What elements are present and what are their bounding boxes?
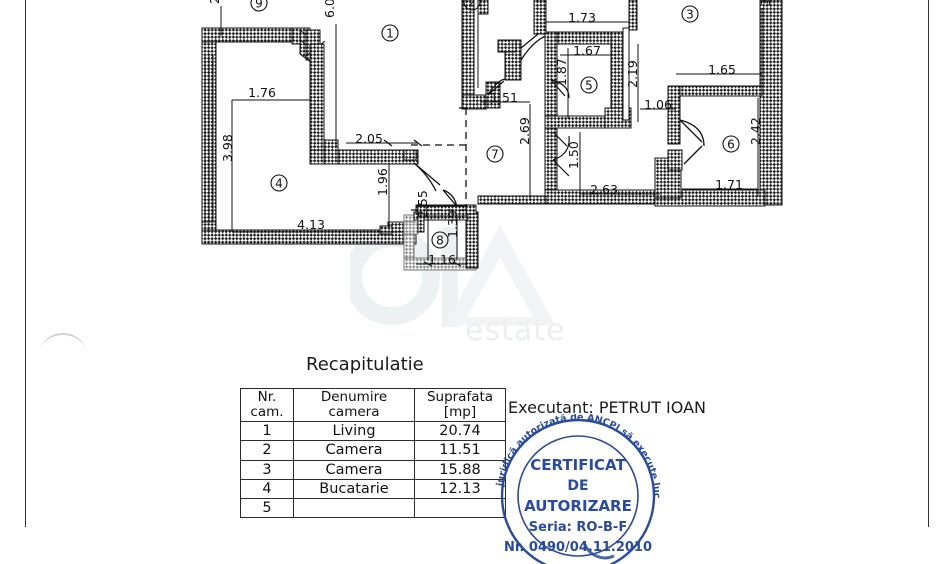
svg-text:8: 8 xyxy=(436,234,444,248)
svg-text:1: 1 xyxy=(386,27,394,41)
dimension-label: 3.98 xyxy=(220,134,235,162)
dimension-label: 1.87 xyxy=(554,58,569,86)
room-marker-2: 2 xyxy=(463,0,481,11)
dimension-label: 4.13 xyxy=(297,217,325,232)
table-header-row: Nr. cam. Denumire camera Suprafata [mp] xyxy=(240,387,506,423)
room-marker-7: 7 xyxy=(486,145,504,163)
svg-text:6: 6 xyxy=(727,138,735,152)
dimension-label: 1.50 xyxy=(566,141,581,169)
cell-denumire: Living xyxy=(293,421,415,442)
dimension-label: 1.51 xyxy=(490,90,518,105)
walls-layer xyxy=(201,0,783,271)
room-marker-8: 8 xyxy=(431,231,449,249)
dimension-labels: 2. 6.01 1.73 3.6 1.67 1.65 1.87 2.19 1.76 1.51 1.0… xyxy=(207,0,773,267)
authorization-stamp: juridică autorizată de ANCPI să execute … xyxy=(488,414,668,564)
dimension-ticks xyxy=(383,139,462,267)
svg-text:3: 3 xyxy=(686,8,694,22)
dimension-label: 1.71 xyxy=(715,177,743,192)
column-header-nr: Nr. cam. xyxy=(240,387,294,423)
room-markers: 1 2 3 4 5 6 7 8 9 xyxy=(250,0,740,249)
scan-artifact-arc xyxy=(40,333,86,353)
cell-denumire xyxy=(293,498,415,519)
dimension-label: 2. xyxy=(207,0,222,4)
header-line1: Suprafata xyxy=(426,389,494,405)
dimension-label: 2.42 xyxy=(748,117,763,145)
cell-denumire: Camera xyxy=(293,440,415,461)
dimension-label: 3.6 xyxy=(758,0,773,6)
svg-text:4: 4 xyxy=(275,177,283,191)
dimension-label: 1.73 xyxy=(568,10,596,25)
dimension-label: 1.96 xyxy=(375,168,390,196)
stamp-line-certificat: CERTIFICAT xyxy=(530,456,626,474)
cell-denumire: Bucatarie xyxy=(293,478,415,500)
dimension-label: 1.76 xyxy=(248,85,276,100)
header-line1: Nr. xyxy=(257,389,277,405)
cell-nr: 3 xyxy=(240,459,294,480)
dimension-label: 6.01 xyxy=(322,0,337,18)
stamp-line-de: DE xyxy=(567,478,588,494)
dimension-label: 1.16 xyxy=(428,252,456,267)
cell-suprafata: 11.51 xyxy=(414,440,506,461)
room-marker-3: 3 xyxy=(681,5,699,23)
header-line2: cam. xyxy=(250,404,284,421)
room-marker-9: 9 xyxy=(250,0,268,12)
dimension-lines xyxy=(220,6,763,265)
cell-suprafata xyxy=(414,498,506,519)
header-line2: camera xyxy=(328,404,380,421)
stamp-line-nr: Nr. 0490/04.11.2010 xyxy=(504,540,652,555)
dimension-label: 2.55 xyxy=(415,190,430,218)
room-marker-6: 6 xyxy=(722,135,740,153)
svg-text:5: 5 xyxy=(585,79,593,93)
dimension-label: 1.67 xyxy=(573,43,601,58)
dimension-label: 2.05 xyxy=(355,131,383,146)
dimension-label: 2.63 xyxy=(590,182,618,197)
recap-table: Nr. cam. Denumire camera Suprafata [mp] … xyxy=(240,387,506,519)
executant-label: Executant: PETRUT IOAN xyxy=(508,398,706,417)
dimension-label: 2.69 xyxy=(517,117,532,145)
dimension-label: 2.19 xyxy=(625,60,640,88)
column-header-denumire: Denumire camera xyxy=(293,387,415,423)
dimension-label: 1.06 xyxy=(644,97,672,112)
header-line1: Denumire xyxy=(320,389,388,405)
page-border-left xyxy=(25,0,26,527)
room-marker-5: 5 xyxy=(580,76,598,94)
room-marker-1: 1 xyxy=(381,24,399,42)
floor-plan-drawing: 1 2 3 4 5 6 7 8 9 2.6.011.733.61.671.651… xyxy=(201,0,783,271)
page-border-right xyxy=(928,0,929,527)
svg-text:9: 9 xyxy=(255,0,263,11)
cell-nr: 2 xyxy=(240,440,294,461)
stamp-line-autorizare: AUTORIZARE xyxy=(524,497,632,515)
dimension-label: 1.65 xyxy=(708,62,736,77)
column-header-suprafata: Suprafata [mp] xyxy=(414,387,506,423)
svg-text:2: 2 xyxy=(468,0,476,10)
recap-title: Recapitulatie xyxy=(306,354,424,375)
cell-nr: 1 xyxy=(240,421,294,442)
dashed-boundaries xyxy=(406,107,467,211)
header-line2: [mp] xyxy=(443,404,477,421)
stamp-line-seria: Seria: RO-B-F xyxy=(529,520,627,535)
svg-text:7: 7 xyxy=(491,148,499,162)
dimension-label: 1.39 xyxy=(445,210,460,238)
document-page: estate xyxy=(25,0,929,564)
table-row: 5 xyxy=(240,498,506,519)
cell-nr: 4 xyxy=(240,478,294,500)
cell-denumire: Camera xyxy=(293,459,415,480)
cell-nr: 5 xyxy=(240,498,294,519)
room-marker-4: 4 xyxy=(270,174,288,192)
